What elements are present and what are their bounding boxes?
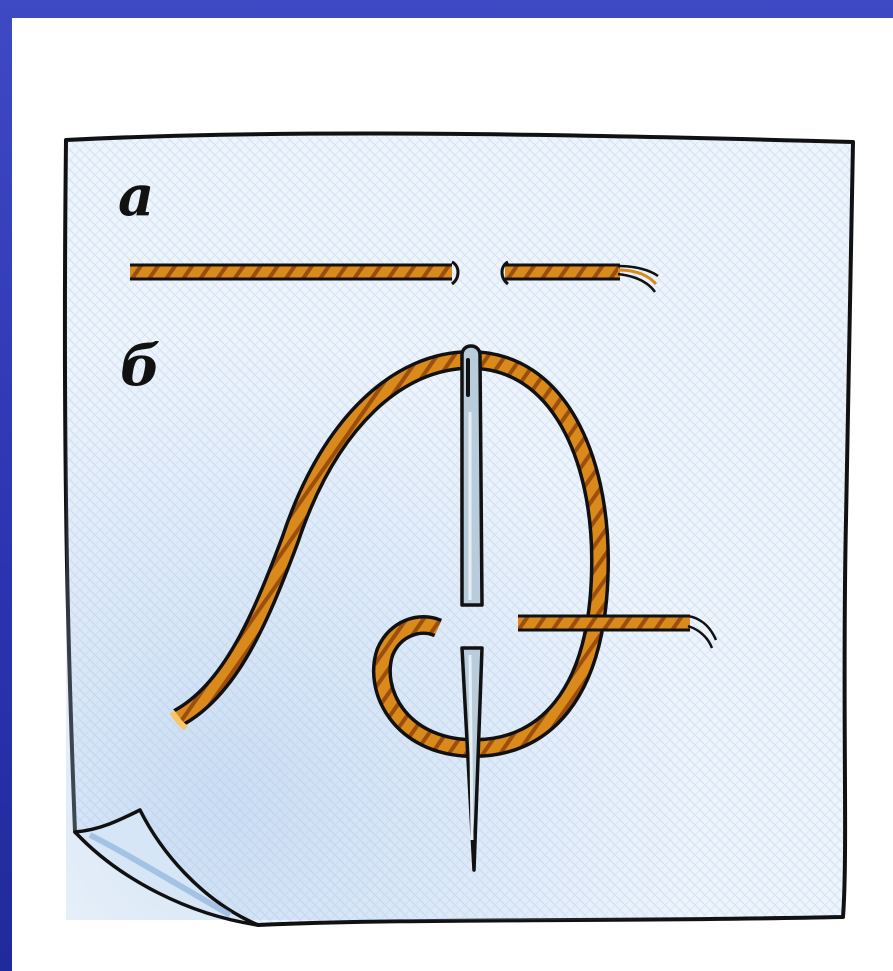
- label-a: а: [118, 168, 154, 224]
- fabric-icon: [65, 134, 853, 925]
- label-b: б: [120, 338, 160, 394]
